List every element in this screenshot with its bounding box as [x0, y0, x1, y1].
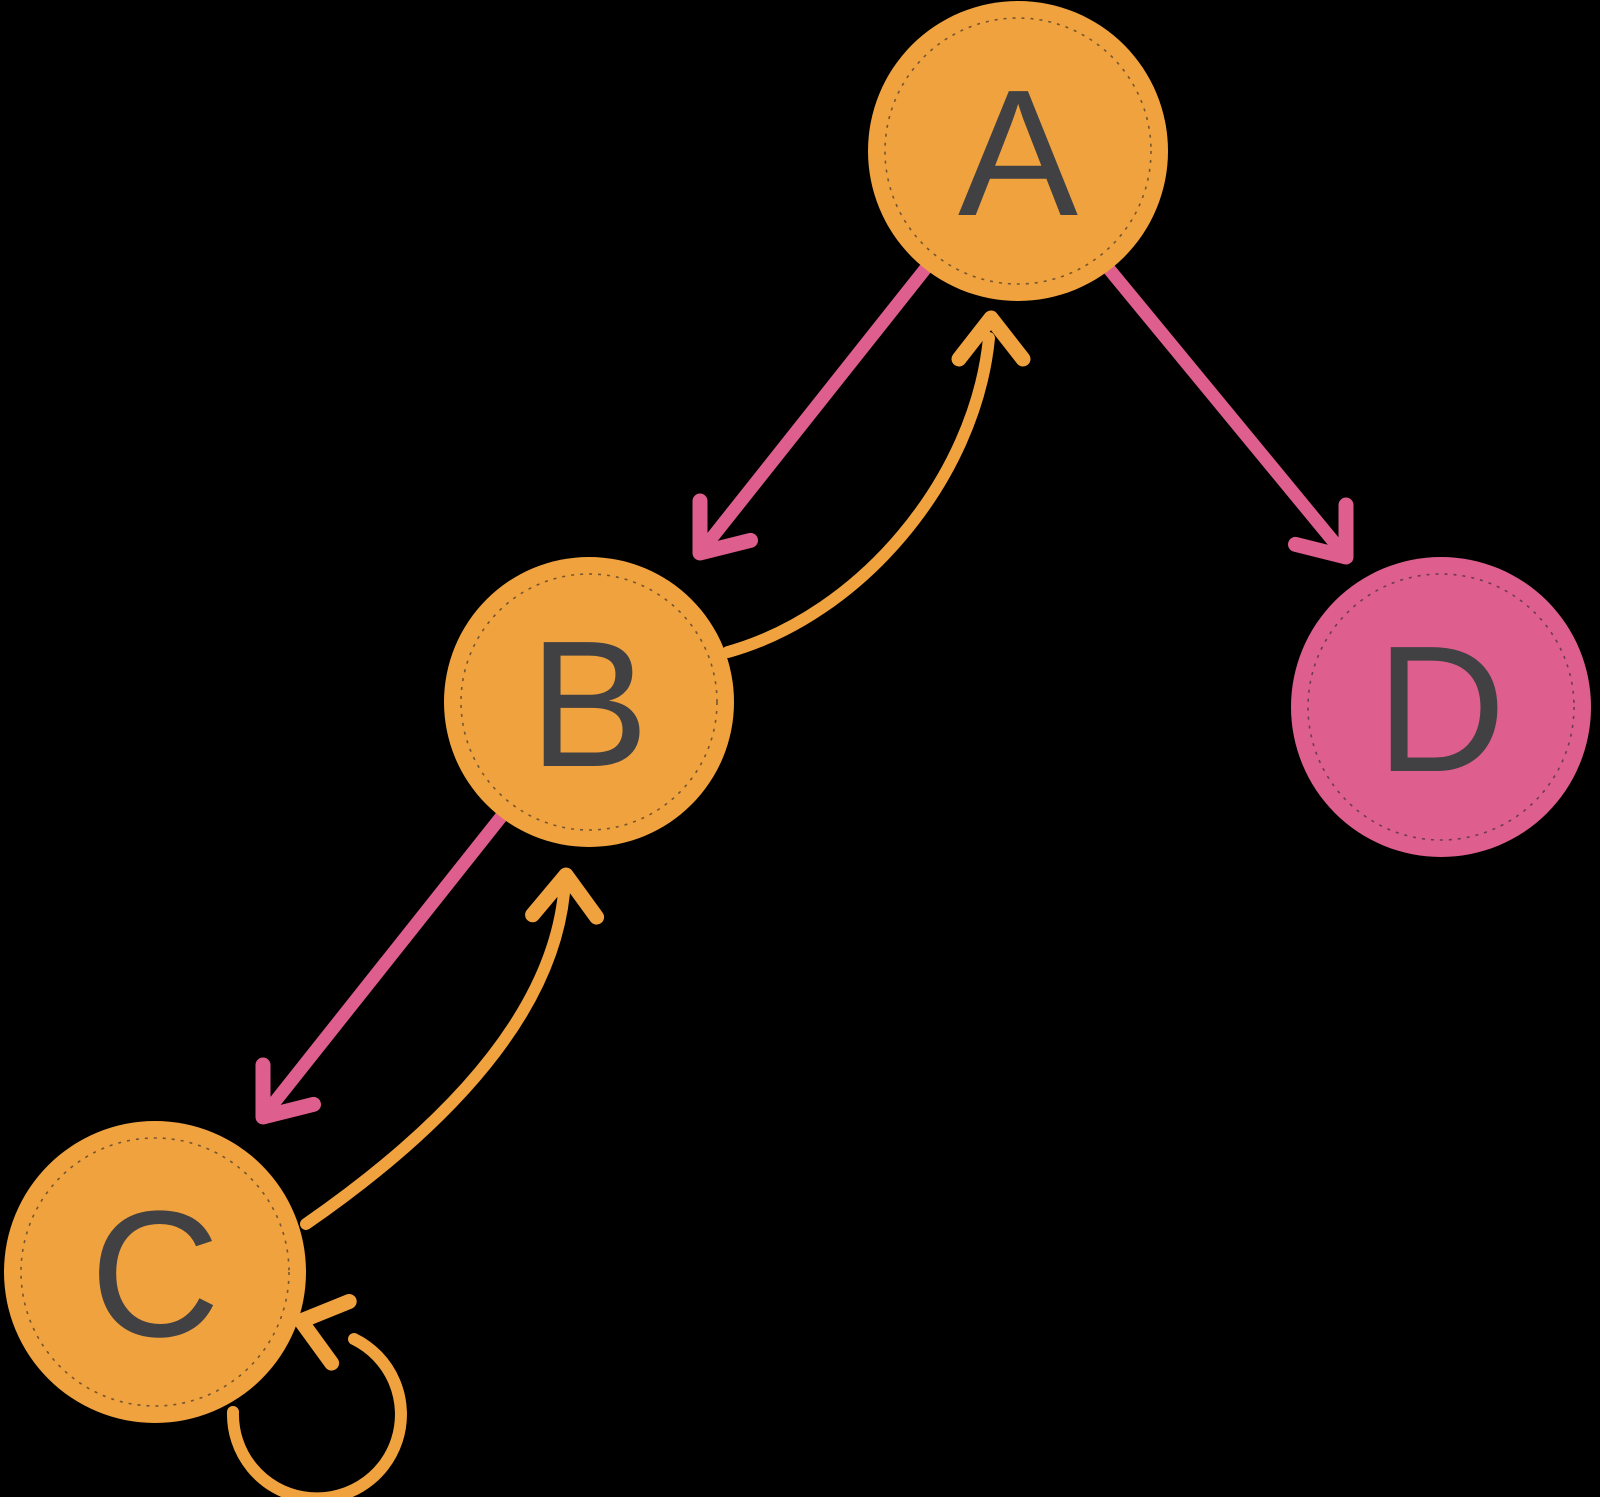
node-dotted-ring-d — [1307, 573, 1575, 841]
node-label-c: C — [90, 1174, 220, 1375]
node-label-b: B — [529, 604, 649, 805]
arrowhead-b-to-c — [255, 1057, 321, 1125]
edge-c-self-loop — [226, 1333, 407, 1497]
node-label-d: D — [1376, 609, 1506, 810]
edge-c-to-b — [300, 887, 570, 1230]
node-dotted-ring-b — [460, 573, 718, 831]
node-c — [4, 1121, 306, 1423]
edge-b-to-a — [722, 332, 995, 658]
node-b — [444, 557, 734, 847]
arrowhead-b-to-a — [951, 310, 1031, 367]
arrowhead-a-to-b — [692, 493, 758, 561]
arrowhead-a-to-d — [1288, 497, 1354, 565]
arrowhead-c-to-b — [525, 867, 605, 925]
arrowhead-c-self-loop — [293, 1294, 357, 1371]
edge-a-to-d — [1102, 262, 1350, 560]
node-dotted-ring-a — [884, 17, 1152, 285]
edge-a-to-b — [696, 261, 933, 556]
node-d — [1291, 557, 1591, 857]
node-a — [868, 1, 1168, 301]
node-dotted-ring-c — [20, 1137, 290, 1407]
edge-b-to-c — [259, 810, 508, 1120]
node-label-a: A — [958, 53, 1078, 254]
